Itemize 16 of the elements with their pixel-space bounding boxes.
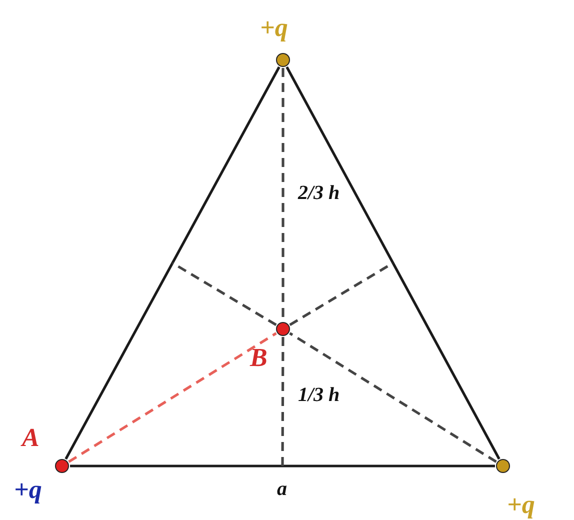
point-label: B	[250, 344, 268, 372]
median-line	[172, 262, 277, 326]
triangle-side	[70, 464, 495, 468]
distance-label: 1/3 h	[298, 384, 340, 406]
median-line	[289, 262, 394, 326]
triangle-side	[64, 66, 280, 460]
dashed-line	[68, 332, 277, 463]
charge-label: +q	[507, 491, 535, 519]
charge-label: +q	[260, 14, 288, 42]
side-length-label: a	[277, 478, 287, 500]
dashed-line	[289, 332, 497, 463]
distance-label: 2/3 h	[298, 182, 340, 204]
median-line	[281, 337, 284, 466]
triangle-side	[286, 66, 500, 460]
charge-label: +q	[14, 476, 42, 504]
point-label: A	[22, 424, 40, 452]
